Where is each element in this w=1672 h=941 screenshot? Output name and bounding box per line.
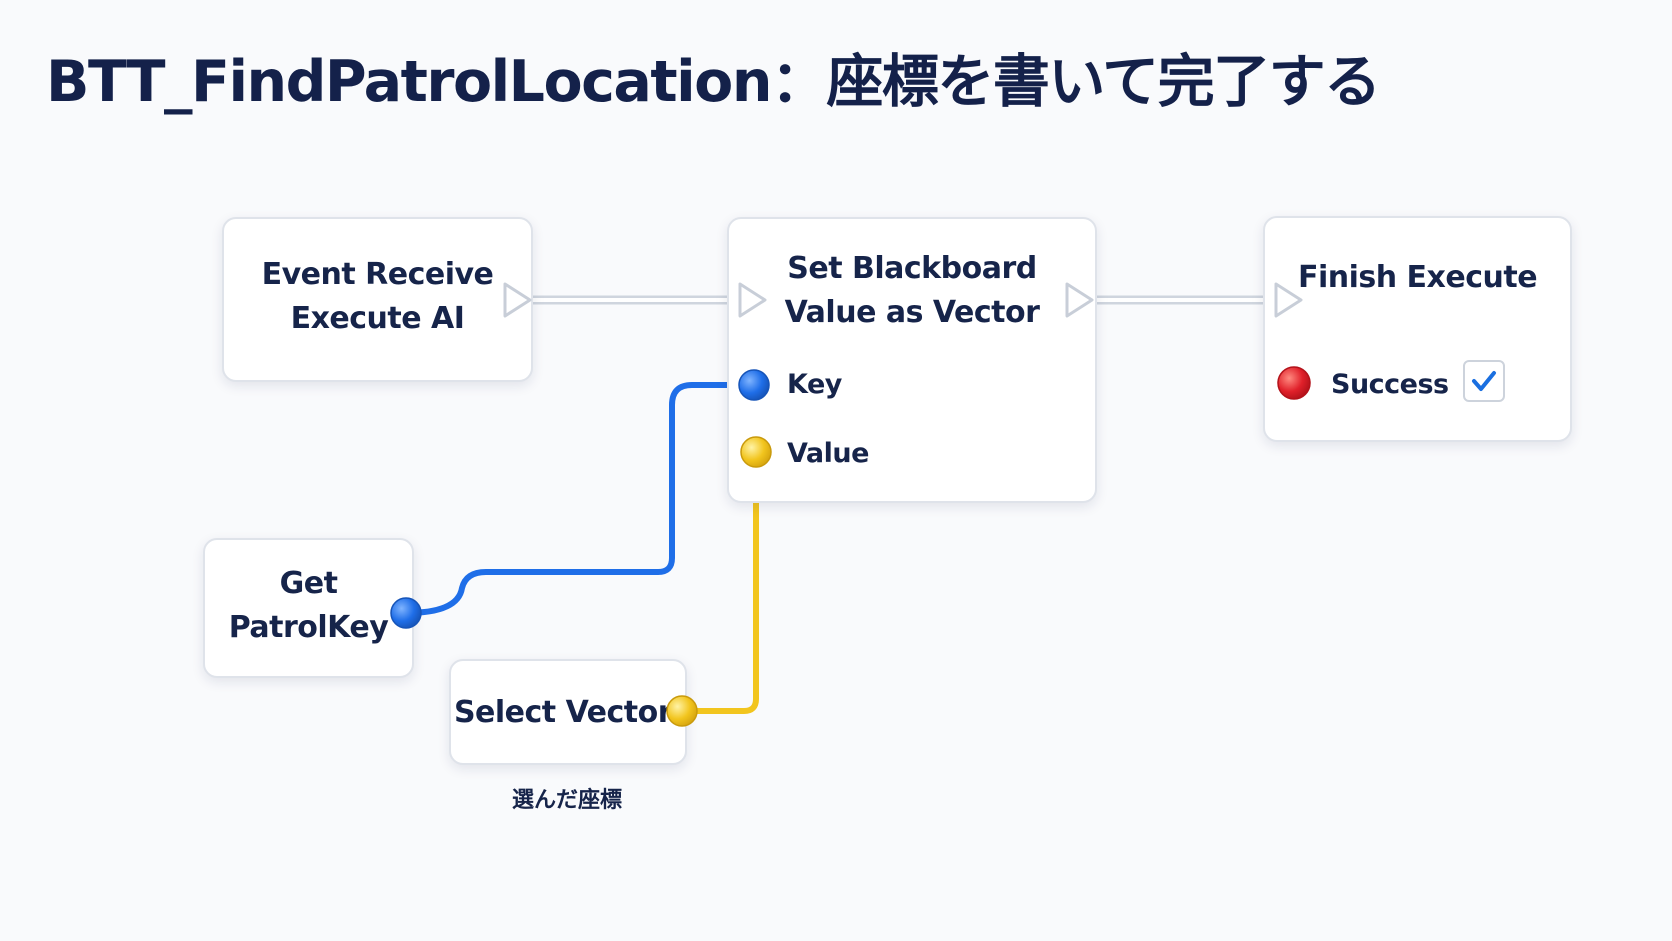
select-vector-node[interactable]: Select Vector bbox=[449, 659, 687, 765]
finish-execute-node[interactable]: Finish Execute Success bbox=[1263, 216, 1572, 442]
node-title-line1: Event Receive bbox=[261, 257, 494, 292]
set-blackboard-value-as-vector-node[interactable]: Set Blackboard Value as Vector Key Value bbox=[727, 217, 1097, 503]
key-wire bbox=[403, 382, 757, 616]
get-patrol-key-node[interactable]: Get PatrolKey bbox=[203, 538, 414, 678]
key-pin-label: Key bbox=[787, 369, 842, 400]
node-title-line1: Get bbox=[279, 566, 338, 601]
event-receive-execute-ai-node[interactable]: Event Receive Execute AI bbox=[222, 217, 533, 382]
node-title-line2: PatrolKey bbox=[228, 610, 389, 645]
node-title-line2: Execute AI bbox=[290, 301, 465, 336]
node-title: Finish Execute bbox=[1297, 260, 1538, 295]
success-pin-label: Success bbox=[1331, 369, 1449, 400]
success-checkbox[interactable] bbox=[1463, 360, 1505, 402]
node-title: Select Vector bbox=[453, 695, 673, 730]
node-title-line1: Set Blackboard bbox=[787, 251, 1037, 286]
select-vector-caption: 選んだ座標 bbox=[511, 788, 622, 813]
check-icon bbox=[1472, 371, 1496, 391]
value-pin-label: Value bbox=[787, 438, 869, 469]
value-wire bbox=[679, 449, 759, 714]
page-title: BTT_FindPatrolLocation：座標を書いて完了する bbox=[46, 49, 1381, 115]
node-title-line2: Value as Vector bbox=[784, 295, 1040, 330]
